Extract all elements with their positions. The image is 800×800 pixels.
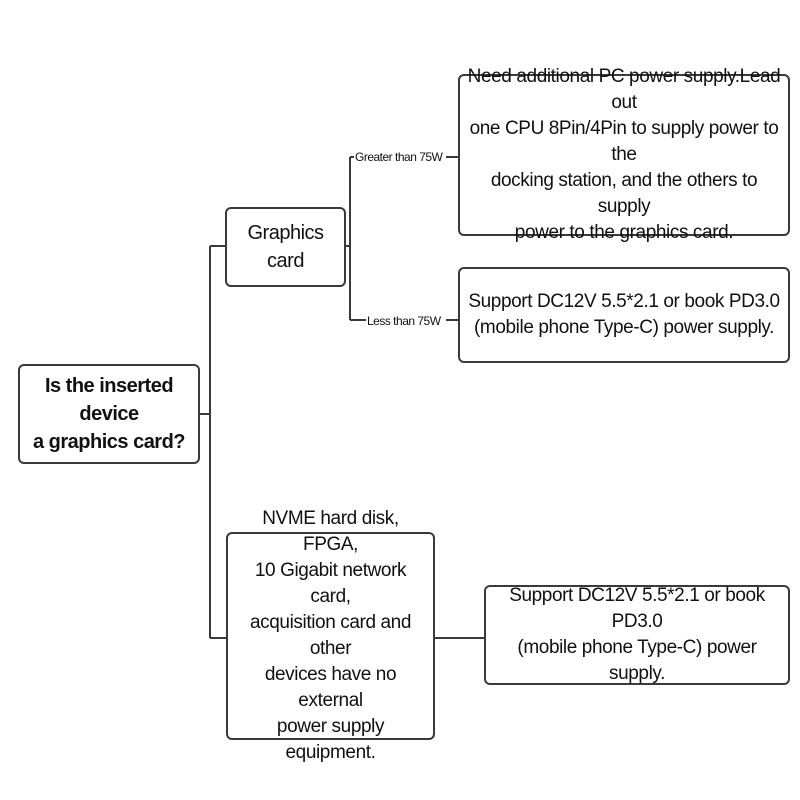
other-devices-line-5: power supply equipment. xyxy=(276,716,385,763)
over-75w-result-box: Need additional PC power supply.Lead out… xyxy=(458,66,790,243)
other-devices-line-3: acquisition card and other xyxy=(250,612,411,659)
under-75w-result-box: Support DC12V 5.5*2.1 or book PD3.0 (mob… xyxy=(458,267,790,363)
graphics-card-label: Graphics card xyxy=(247,222,324,272)
other-devices-line-2: 10 Gigabit network card, xyxy=(254,560,407,607)
other-result-line-2: (mobile phone Type-C) power supply. xyxy=(517,637,757,684)
edge-label-less-75w: Less than 75W xyxy=(366,314,442,328)
root-question-line-2: a graphics card? xyxy=(32,431,186,453)
over-75w-line-2: one CPU 8Pin/4Pin to supply power to the xyxy=(469,118,779,165)
other-devices-line-4: devices have no external xyxy=(264,664,397,711)
over-75w-line-3: docking station, and the others to suppl… xyxy=(490,170,758,217)
root-question-box: Is the inserted device a graphics card? xyxy=(18,364,200,464)
graphics-card-box: Graphics card xyxy=(225,207,346,287)
under-75w-line-2: (mobile phone Type-C) power supply. xyxy=(473,317,774,338)
root-question-line-1: Is the inserted device xyxy=(44,375,174,425)
other-devices-line-1: NVME hard disk, FPGA, xyxy=(262,508,399,555)
under-75w-line-1: Support DC12V 5.5*2.1 or book PD3.0 xyxy=(468,291,780,312)
other-devices-box: NVME hard disk, FPGA, 10 Gigabit network… xyxy=(226,508,435,763)
over-75w-line-4: power to the graphics card. xyxy=(514,222,734,243)
other-devices-result-box: Support DC12V 5.5*2.1 or book PD3.0 (mob… xyxy=(484,585,790,685)
edge-label-greater-75w: Greater than 75W xyxy=(354,150,444,164)
other-result-line-1: Support DC12V 5.5*2.1 or book PD3.0 xyxy=(509,585,765,632)
over-75w-line-1: Need additional PC power supply.Lead out xyxy=(467,66,781,113)
